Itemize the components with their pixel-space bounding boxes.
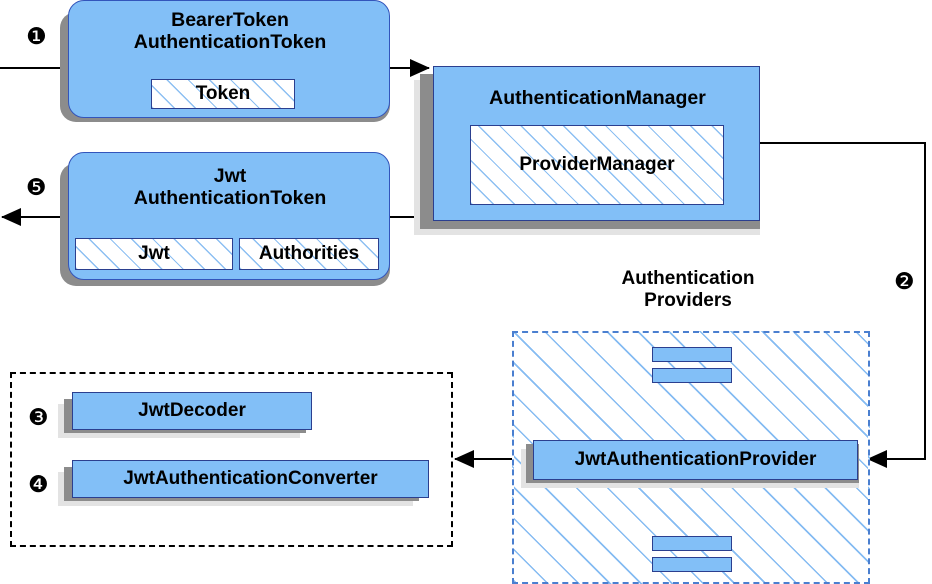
provider-stub-bottom-1: [652, 536, 732, 551]
jwt-token-slot-authorities: Authorities: [239, 238, 379, 270]
jwt-provider-node[interactable]: JwtAuthenticationProvider: [533, 440, 858, 480]
jwt-token-line1: Jwt: [213, 165, 247, 187]
support-components-region: [10, 372, 453, 547]
bearer-token-slot-token: Token: [151, 79, 295, 109]
step-marker-4: ❹: [28, 472, 49, 498]
step-marker-1: ❶: [26, 24, 47, 50]
bearer-token-line1: BearerToken: [171, 9, 289, 31]
provider-manager-box: ProviderManager: [470, 125, 724, 205]
jwt-token-line2: AuthenticationToken: [133, 187, 327, 209]
auth-manager-node[interactable]: AuthenticationManager ProviderManager: [433, 66, 760, 221]
arrow-manager-to-provider: [760, 142, 926, 468]
provider-stub-bottom-2: [652, 557, 732, 572]
bearer-token-node[interactable]: BearerToken AuthenticationToken Token: [68, 0, 390, 118]
jwt-token-node[interactable]: Jwt AuthenticationToken Jwt Authorities: [68, 152, 390, 280]
providers-group-line2: Providers: [644, 290, 732, 311]
bearer-token-line2: AuthenticationToken: [133, 31, 327, 53]
step-marker-2: ❷: [894, 269, 915, 295]
jwt-decoder-node[interactable]: JwtDecoder: [72, 392, 312, 430]
step-marker-5: ❺: [26, 175, 47, 201]
provider-stub-top-2: [652, 368, 732, 383]
auth-manager-title: AuthenticationManager: [489, 87, 706, 109]
step-marker-3: ❸: [28, 405, 49, 431]
provider-stub-top-1: [652, 347, 732, 362]
jwt-converter-node[interactable]: JwtAuthenticationConverter: [72, 460, 429, 498]
providers-group-line1: Authentication: [621, 268, 755, 289]
jwt-token-slot-jwt: Jwt: [75, 238, 233, 270]
